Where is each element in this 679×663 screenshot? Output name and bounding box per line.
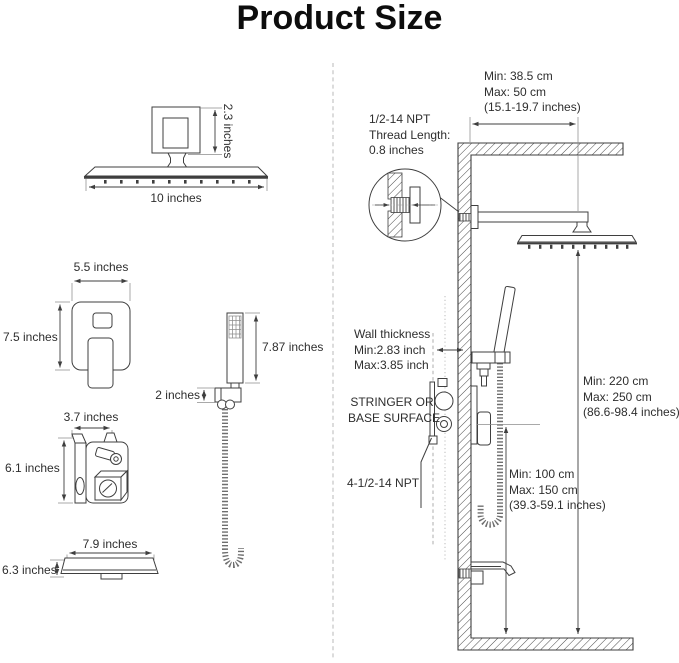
head-height-max: Max: 250 cm [583, 389, 652, 404]
label-head-width: 10 inches [150, 191, 202, 205]
label-valve-height-range: Min: 100 cm Max: 150 cm (39.3-59.1 inche… [509, 467, 606, 514]
label-holder-depth: 2 inches [155, 388, 200, 402]
label-stringer-note: STRINGER OR BASE SURFACE [348, 395, 441, 426]
head-nozzles [104, 180, 251, 184]
hand-shower-drawing [197, 312, 260, 569]
shower-arm-and-head-drawing [458, 205, 637, 249]
installed-head-nozzles [528, 244, 629, 249]
arm-range-max: Max: 50 cm [484, 84, 547, 99]
label-spout-width: 7.9 inches [82, 537, 138, 551]
thread-detail-circle [368, 168, 460, 242]
stringer-line2: BASE SURFACE [348, 410, 441, 425]
wall-thickness-max: Max:3.85 inch [354, 358, 429, 372]
head-height-min: Min: 220 cm [583, 374, 649, 388]
label-arm-range: Min: 38.5 cm Max: 50 cm (15.1-19.7 inche… [484, 69, 581, 116]
rain-shower-head-drawing [83, 106, 269, 191]
label-trim-width: 5.5 inches [73, 260, 129, 274]
label-wall-thickness: Wall thickness Min:2.83 inch Max:3.85 in… [354, 327, 430, 374]
label-head-depth: 2.3 inches [221, 103, 235, 159]
arm-length-dimension [469, 117, 579, 211]
wall-structure [457, 142, 634, 651]
label-valve-ports: 4-1/2-14 NPT [347, 476, 420, 490]
thread-size: 1/2-14 NPT [369, 112, 431, 126]
valve-height-inches: (39.3-59.1 inches) [509, 498, 606, 512]
arm-range-min: Min: 38.5 cm [484, 69, 553, 83]
valve-height-min: Min: 100 cm [509, 467, 575, 481]
label-valve-width: 3.7 inches [63, 410, 119, 424]
rough-in-valve-drawing [58, 425, 129, 504]
wall-thickness-caption: Wall thickness [354, 327, 431, 341]
valve-height-dimension [477, 424, 540, 634]
label-spout-height: 6.3 inches [2, 563, 57, 577]
wall-thickness-min: Min:2.83 inch [354, 342, 426, 357]
wall-hand-shower-drawing [470, 285, 516, 528]
valve-height-max: Max: 150 cm [509, 482, 578, 497]
arm-range-inches: (15.1-19.7 inches) [484, 100, 581, 114]
thread-length-value: 0.8 inches [369, 143, 424, 157]
tub-spout-drawing [50, 550, 159, 580]
label-handshower-length: 7.87 inches [262, 340, 324, 354]
valve-ports-leader [420, 437, 432, 508]
valve-trim-drawing [55, 278, 131, 389]
label-valve-height: 6.1 inches [5, 461, 60, 475]
label-thread-note: 1/2-14 NPT Thread Length: 0.8 inches [369, 112, 450, 159]
head-height-inches: (86.6-98.4 inches) [583, 405, 679, 419]
label-head-height: Min: 220 cm Max: 250 cm (86.6-98.4 inche… [583, 374, 679, 421]
stringer-line1: STRINGER OR [350, 395, 434, 409]
concealed-valve-drawing [428, 296, 463, 560]
thread-length-caption: Thread Length: [369, 127, 451, 142]
label-trim-height: 7.5 inches [3, 330, 58, 344]
page-title: Product Size [236, 0, 443, 37]
